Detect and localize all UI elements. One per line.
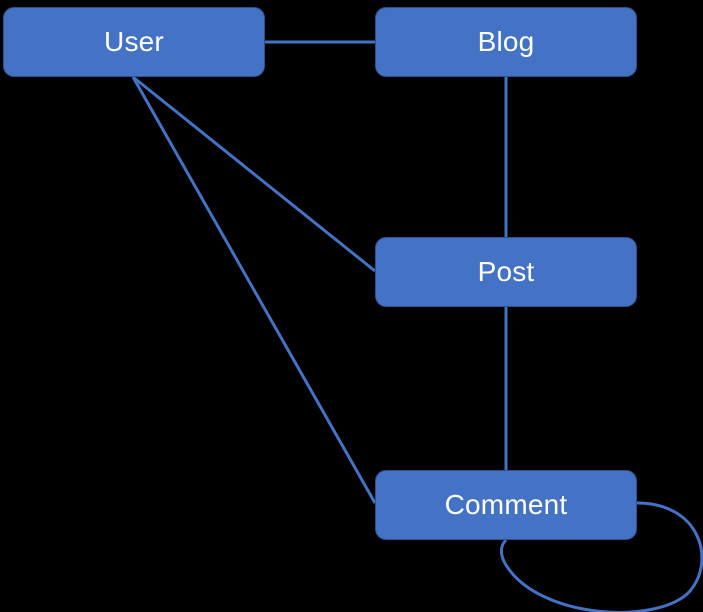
node-post[interactable]: Post (375, 237, 637, 307)
edge-user-comment (131, 76, 377, 504)
edge-user-post (132, 75, 376, 273)
node-comment-label: Comment (444, 489, 568, 520)
node-blog[interactable]: Blog (375, 7, 637, 77)
node-comment[interactable]: Comment (375, 470, 637, 540)
node-user[interactable]: User (3, 7, 265, 77)
node-blog-label: Blog (477, 26, 535, 57)
node-user-label: User (104, 26, 164, 57)
node-post-label: Post (477, 256, 535, 287)
